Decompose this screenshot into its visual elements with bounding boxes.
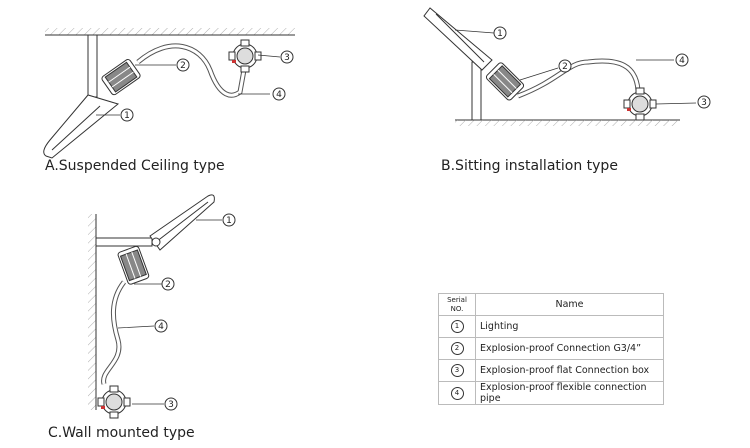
ceiling-hatch	[45, 28, 295, 35]
legend-row: 4 Explosion-proof flexible connection pi…	[438, 381, 664, 405]
junction-box-b	[623, 87, 657, 121]
legend-row-number: 1	[450, 320, 464, 333]
callout-c-1: 1	[222, 213, 236, 227]
callout-c-2: 2	[161, 277, 175, 291]
connector-a	[101, 59, 141, 96]
svg-text:1: 1	[226, 216, 232, 226]
svg-text:2: 2	[180, 61, 186, 71]
legend-row-number: 2	[450, 342, 464, 355]
diagram-a-suspended-ceiling	[43, 28, 295, 159]
legend-table: Serial NO. Name 1 Lighting 2 Explosion-p…	[438, 293, 664, 405]
connector-c	[117, 245, 150, 285]
legend-header-row: Serial NO. Name	[438, 293, 664, 316]
legend-row-name: Explosion-proof flat Connection box	[475, 359, 664, 382]
svg-text:4: 4	[158, 322, 164, 332]
connector-b	[485, 62, 525, 101]
legend-row-number: 3	[450, 364, 464, 377]
svg-text:3: 3	[701, 98, 707, 108]
junction-box-a	[228, 39, 262, 73]
svg-text:4: 4	[276, 90, 282, 100]
bracket	[95, 237, 153, 247]
callout-c-3: 3	[164, 397, 178, 411]
callout-b-3: 3	[697, 95, 711, 109]
svg-text:2: 2	[165, 280, 171, 290]
callout-b-2: 2	[558, 59, 572, 73]
lamp-body-line	[51, 105, 101, 151]
legend-header-serial-line2: NO.	[450, 304, 464, 313]
legend-row: 1 Lighting	[438, 315, 664, 338]
callout-a-3: 3	[280, 50, 294, 64]
svg-text:1: 1	[124, 111, 130, 121]
legend-row-name: Explosion-proof flexible connection pipe	[475, 381, 664, 405]
callouts: 1 2 3 4 1 2 4 3 1 2 4 3	[120, 26, 711, 411]
caption-c: C.Wall mounted type	[48, 425, 195, 441]
lamp-body-b	[423, 7, 493, 71]
svg-text:3: 3	[284, 53, 290, 63]
svg-text:3: 3	[168, 400, 174, 410]
caption-b: B.Sitting installation type	[441, 158, 618, 174]
svg-text:4: 4	[679, 56, 685, 66]
diagram-b-sitting	[423, 7, 697, 126]
legend-row-name: Lighting	[475, 315, 664, 338]
callout-a-4: 4	[272, 87, 286, 101]
junction-box-c	[97, 385, 131, 419]
legend-header-serial-line1: Serial	[447, 295, 467, 304]
callout-a-2: 2	[176, 58, 190, 72]
legend-header-serial: Serial NO.	[438, 293, 476, 316]
svg-text:1: 1	[497, 29, 503, 39]
legend-row-name: Explosion-proof Connection G3/4”	[475, 337, 664, 360]
callout-b-4: 4	[675, 53, 689, 67]
lamp-body	[43, 94, 120, 159]
hanging-rod	[87, 34, 98, 98]
callout-c-4: 4	[154, 319, 168, 333]
callout-b-1: 1	[493, 26, 507, 40]
callout-a-1: 1	[120, 108, 134, 122]
wall-hatch	[88, 214, 96, 410]
pole	[471, 61, 482, 121]
diagram-c-wall	[88, 194, 222, 419]
legend-row: 3 Explosion-proof flat Connection box	[438, 359, 664, 382]
legend-header-name: Name	[475, 293, 664, 316]
legend-row: 2 Explosion-proof Connection G3/4”	[438, 337, 664, 360]
svg-text:2: 2	[562, 62, 568, 72]
caption-a: A.Suspended Ceiling type	[45, 158, 225, 174]
legend-row-number: 4	[450, 386, 464, 400]
